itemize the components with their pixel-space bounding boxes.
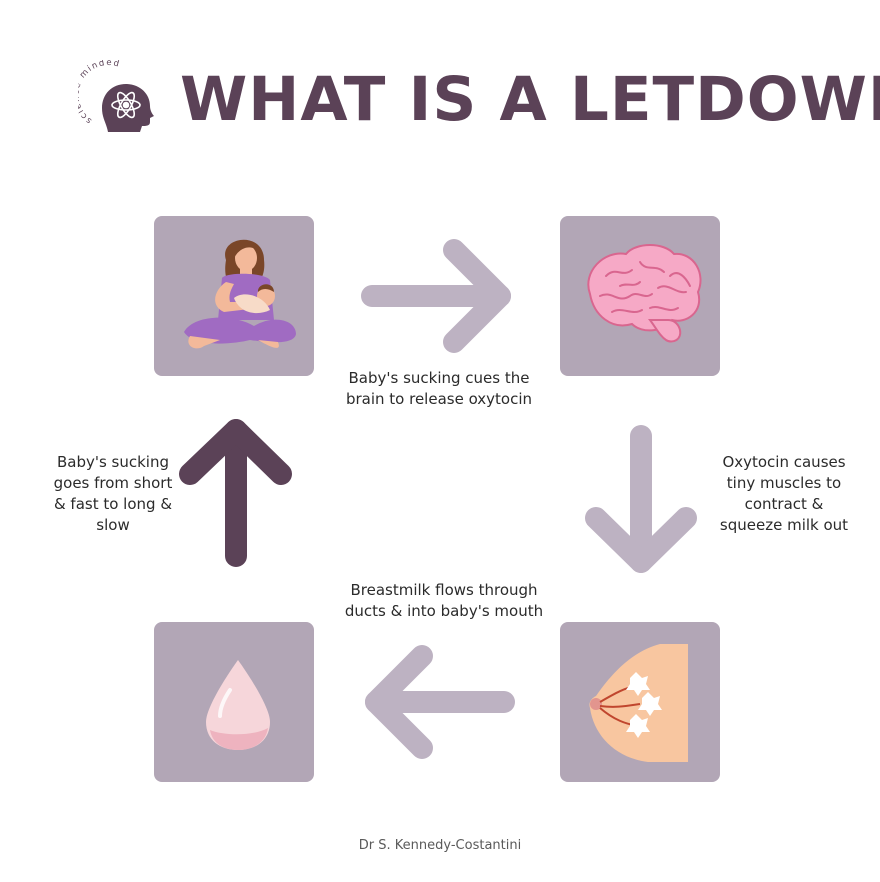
breast-ducts-icon (589, 644, 688, 762)
page-title: WHAT IS A LETDOWN (180, 64, 880, 135)
caption-sucking-changes: Baby's sucking goes from short & fast to… (53, 453, 173, 534)
arrow-down (585, 425, 697, 573)
caption-oxytocin-muscles: Oxytocin causes tiny muscles to contract… (719, 453, 849, 534)
brain-icon (587, 244, 702, 343)
caption-sucking-cues-brain: Baby's sucking cues the brain to release… (345, 369, 533, 408)
step-tile-nursing (154, 216, 314, 376)
author-credit: Dr S. Kennedy-Costantini (358, 838, 522, 853)
step-tile-brain (560, 216, 720, 376)
science-minded-logo: science minded (78, 60, 154, 132)
step-tile-breast (560, 622, 720, 782)
nursing-mother-icon (184, 239, 296, 349)
arrow-right (361, 239, 511, 353)
caption-milk-flows: Breastmilk flows through ducts & into ba… (344, 581, 544, 620)
arrow-left (365, 645, 515, 759)
arrow-up (179, 419, 292, 567)
milk-drop-icon (206, 660, 270, 750)
step-tile-milk-drop (154, 622, 314, 782)
